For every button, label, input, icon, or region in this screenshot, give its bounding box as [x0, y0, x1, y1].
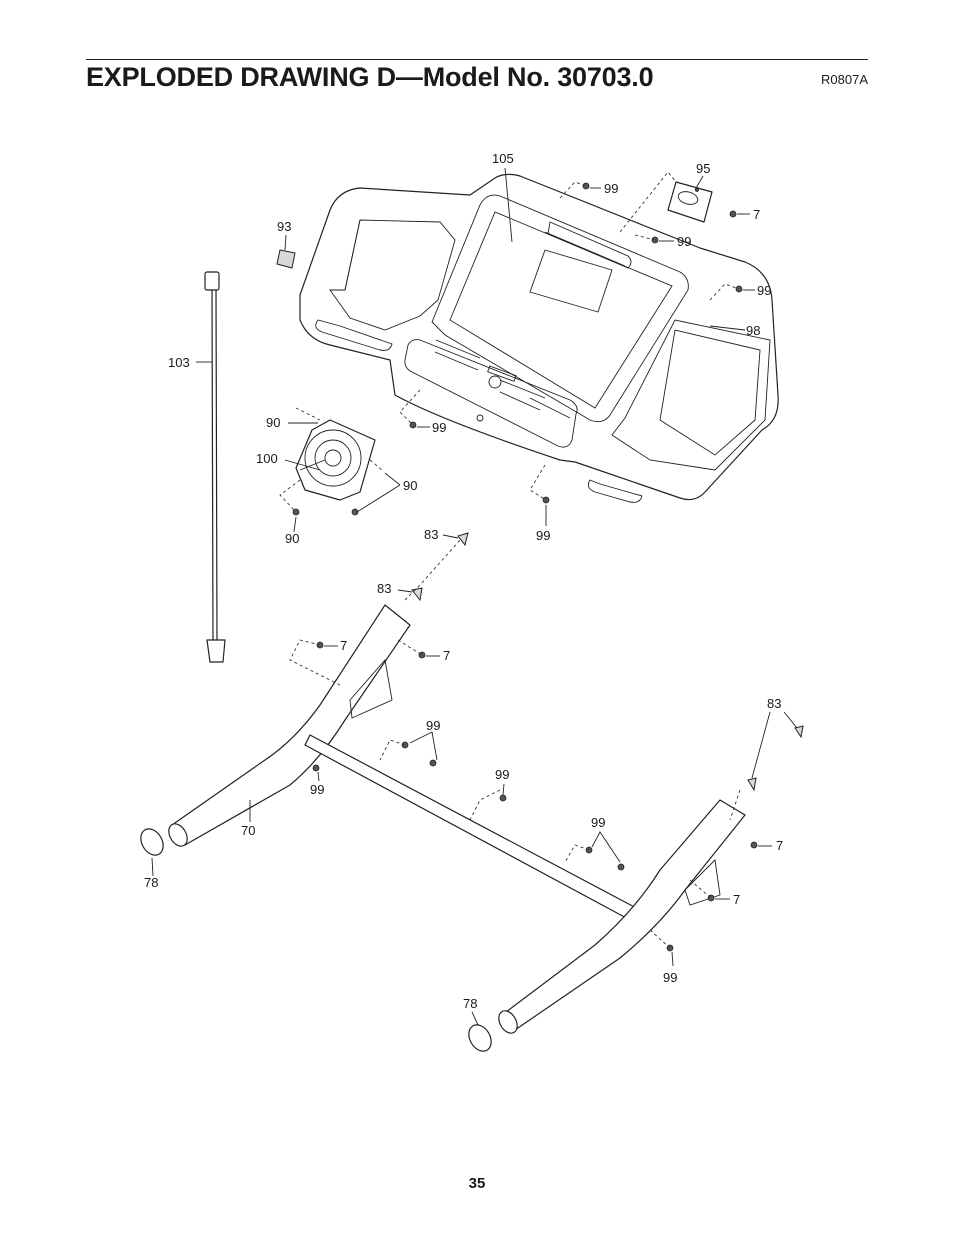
callout-105: 105: [492, 151, 514, 166]
drawing-code: R0807A: [821, 72, 868, 87]
callout-78: 78: [144, 875, 158, 890]
page-number: 35: [468, 1175, 486, 1192]
callout-100: 100: [256, 451, 278, 466]
callout-95: 95: [696, 161, 710, 176]
callout-90: 90: [285, 531, 299, 546]
part-103-cable: [204, 271, 226, 663]
callout-7: 7: [340, 638, 347, 653]
callout-70: 70: [241, 823, 255, 838]
fasteners: [292, 182, 804, 952]
alignment-lines: [279, 171, 741, 949]
callout-83: 83: [424, 527, 438, 542]
part-100-fan: [295, 419, 376, 501]
callout-99: 99: [310, 782, 324, 797]
callout-99: 99: [432, 420, 446, 435]
callout-90: 90: [403, 478, 417, 493]
callout-83: 83: [767, 696, 781, 711]
frame-crossbar: [304, 734, 641, 921]
callout-90: 90: [266, 415, 280, 430]
part-93: [276, 249, 296, 269]
callout-7: 7: [443, 648, 450, 663]
callout-99: 99: [426, 718, 440, 733]
callout-83: 83: [377, 581, 391, 596]
frame-right-tube: [468, 799, 746, 1052]
header-rule: [86, 59, 868, 60]
callout-7: 7: [776, 838, 783, 853]
callout-99: 99: [757, 283, 771, 298]
frame-left-tube: [140, 604, 411, 856]
page-title: EXPLODED DRAWING D—Model No. 30703.0: [86, 62, 654, 92]
callout-78: 78: [463, 996, 477, 1011]
callout-7: 7: [753, 207, 760, 222]
callout-93: 93: [277, 219, 291, 234]
callout-103: 103: [168, 355, 190, 370]
callout-99: 99: [604, 181, 618, 196]
callout-labels: 105 95 99 7 99 99 98 93 103 90 100 90 90…: [144, 151, 783, 1011]
console-assembly: [299, 173, 779, 503]
callout-99: 99: [536, 528, 550, 543]
callout-99: 99: [591, 815, 605, 830]
callout-99: 99: [495, 767, 509, 782]
part-95: [667, 181, 713, 223]
callout-99: 99: [663, 970, 677, 985]
leader-lines: [151, 167, 798, 1026]
callout-98: 98: [746, 323, 760, 338]
callout-7: 7: [733, 892, 740, 907]
callout-99: 99: [677, 234, 691, 249]
